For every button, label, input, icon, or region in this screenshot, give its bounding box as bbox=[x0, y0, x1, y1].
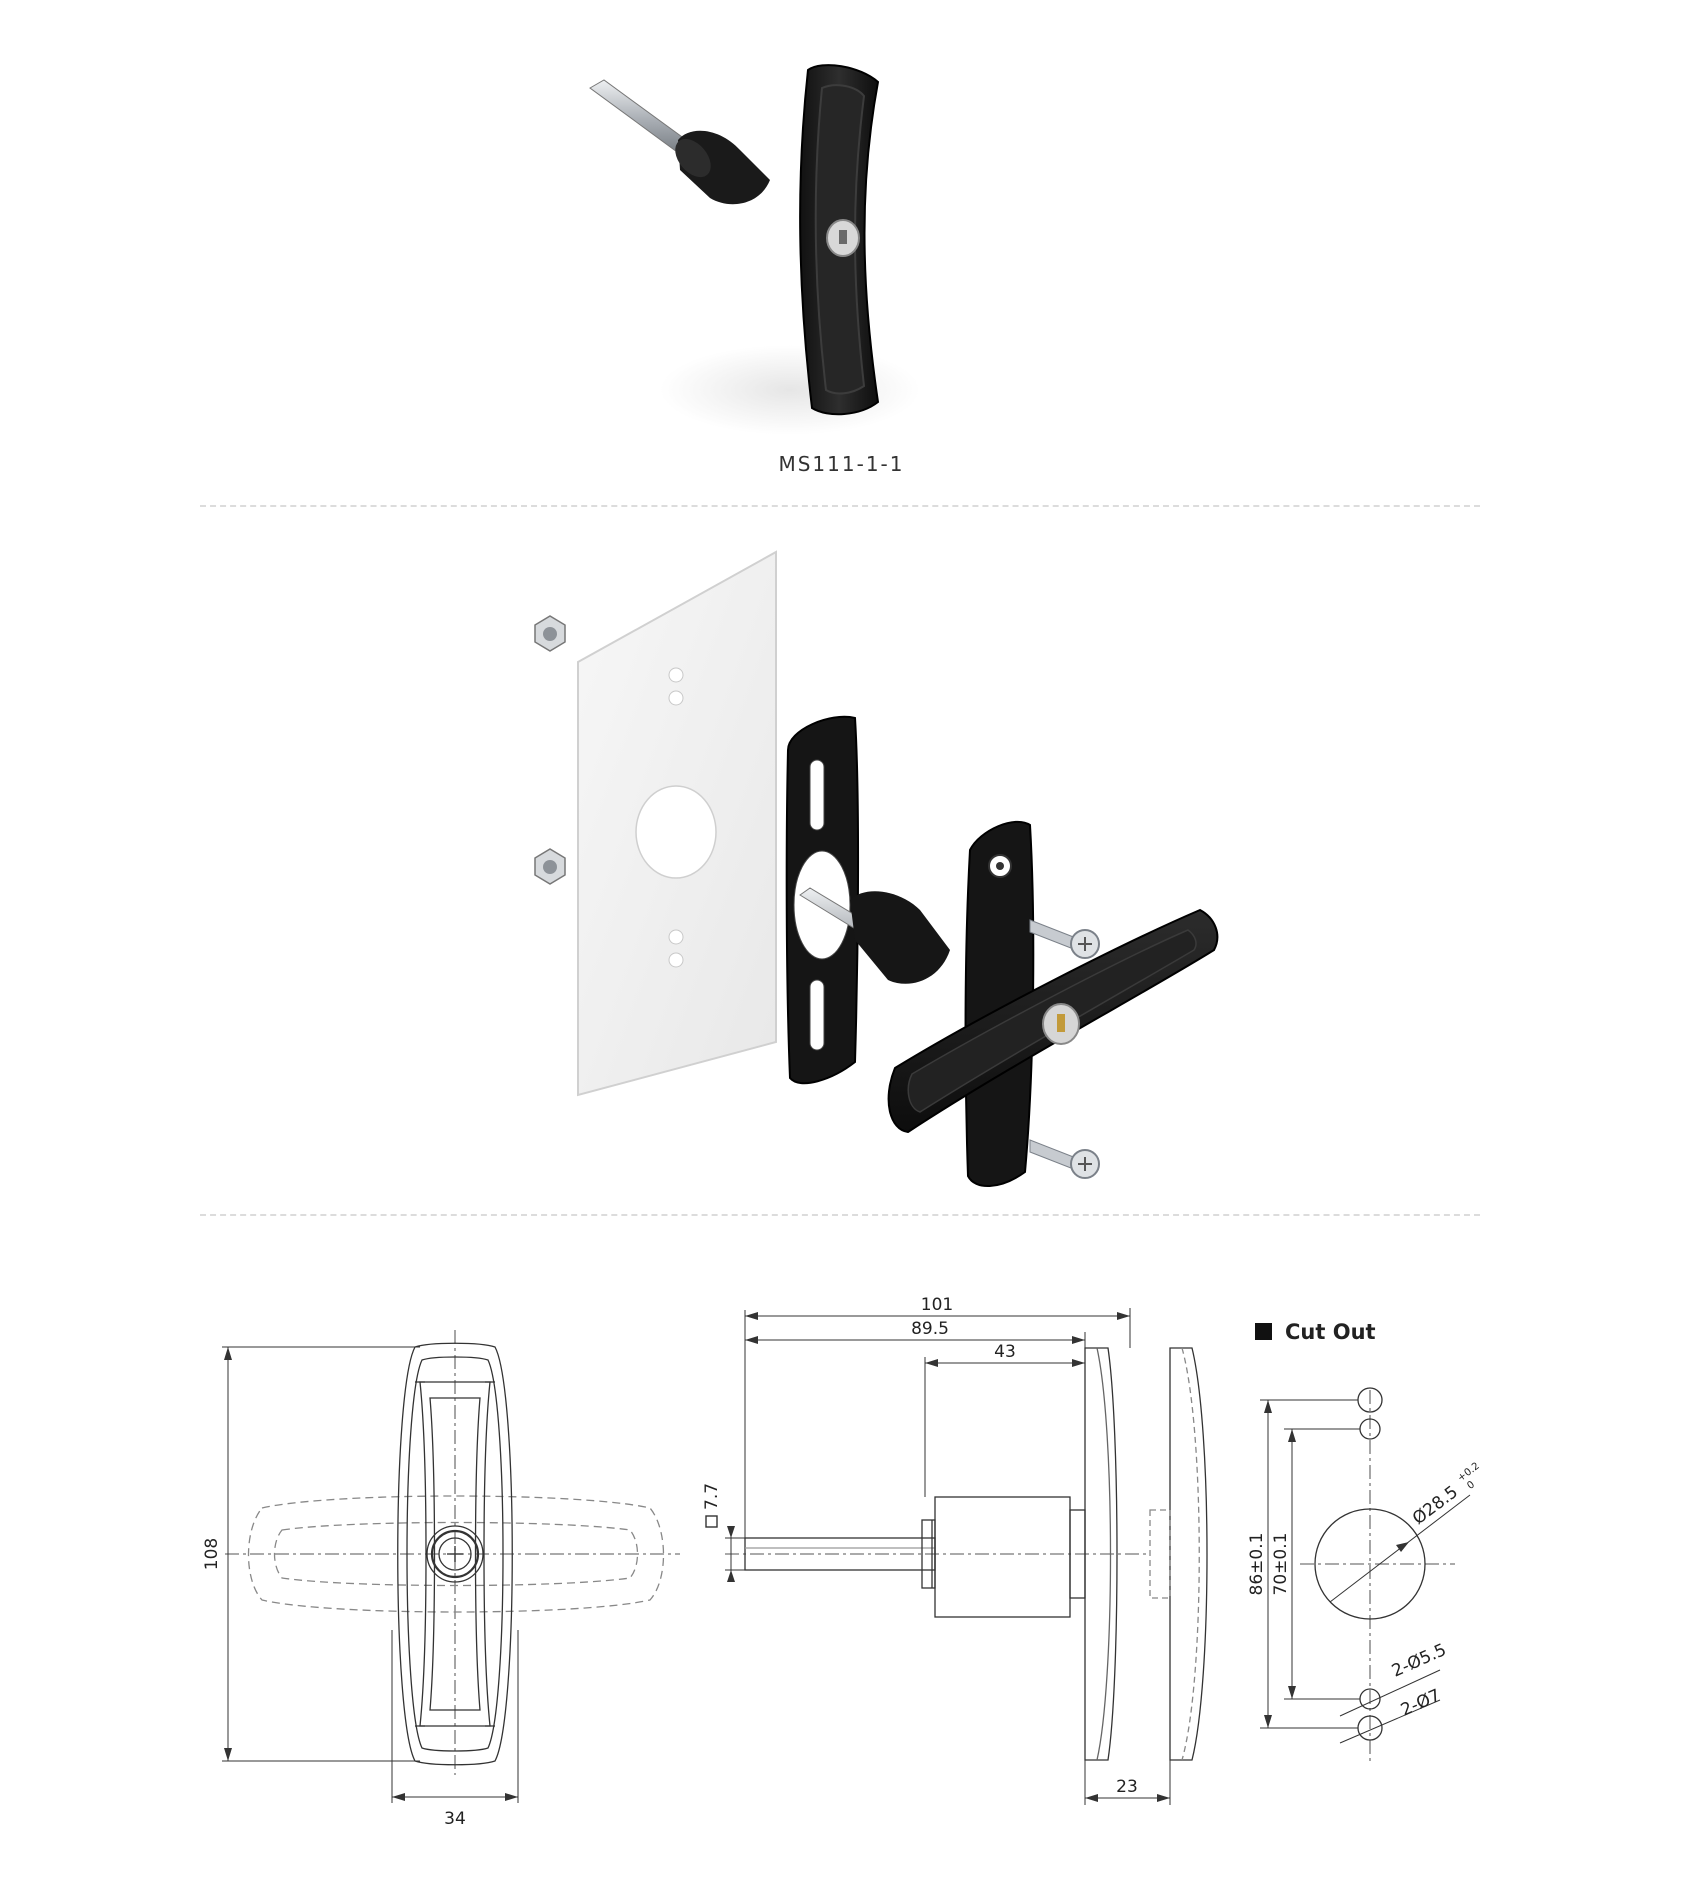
cut-out-title: Cut Out bbox=[1285, 1320, 1376, 1344]
side-view bbox=[705, 1308, 1208, 1805]
cut-out-view bbox=[1255, 1323, 1471, 1765]
dim-width: 34 bbox=[444, 1809, 466, 1829]
dim-center-hole: Ø28.5 +0.2 0 bbox=[1409, 1461, 1482, 1529]
dim-shaft-length: 89.5 bbox=[911, 1319, 949, 1339]
dim-square-shaft: 7.7 bbox=[702, 1483, 722, 1510]
dim-overall-length: 101 bbox=[921, 1295, 953, 1315]
dim-inner-spacing: 70±0.1 bbox=[1271, 1533, 1291, 1596]
center-hole-tolerance-lower: 0 bbox=[1465, 1479, 1477, 1492]
section-divider bbox=[200, 1214, 1480, 1216]
dim-small-hole: 2-Ø5.5 bbox=[1389, 1640, 1450, 1682]
section-divider bbox=[200, 505, 1480, 507]
technical-drawing: 108 34 101 89.5 43 7.7 23 Cut Out 86±0.1… bbox=[0, 1230, 1683, 1882]
dim-handle-depth: 23 bbox=[1116, 1777, 1138, 1797]
product-illustration bbox=[560, 30, 1020, 450]
dim-large-hole: 2-Ø7 bbox=[1398, 1686, 1444, 1721]
exploded-view-illustration bbox=[510, 540, 1230, 1210]
dim-body-length: 43 bbox=[994, 1342, 1016, 1362]
dim-outer-spacing: 86±0.1 bbox=[1247, 1533, 1267, 1596]
model-label: MS111-1-1 bbox=[778, 452, 905, 476]
front-view bbox=[222, 1330, 680, 1803]
dim-height: 108 bbox=[202, 1538, 222, 1570]
